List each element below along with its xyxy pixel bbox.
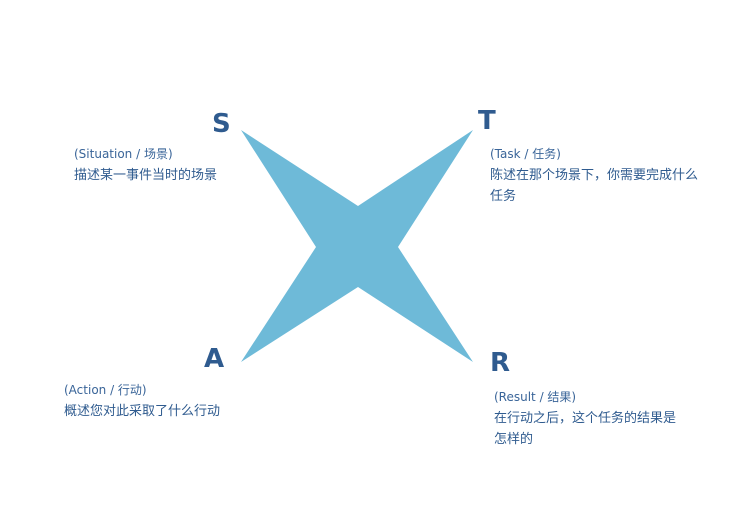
- star-polygon: [241, 130, 473, 362]
- task-text-block: (Task / 任务) 陈述在那个场景下，你需要完成什么 任务: [490, 144, 730, 207]
- task-description-line2: 任务: [490, 189, 517, 204]
- situation-subtitle: (Situation / 场景): [74, 147, 173, 161]
- task-description-line1: 陈述在那个场景下，你需要完成什么: [490, 168, 699, 183]
- action-text-block: (Action / 行动) 概述您对此采取了什么行动: [64, 380, 284, 422]
- letter-a: A: [204, 344, 225, 374]
- situation-text-block: (Situation / 场景) 描述某一事件当时的场景: [74, 144, 274, 186]
- result-description-line2: 怎样的: [494, 432, 534, 447]
- task-subtitle: (Task / 任务): [490, 147, 561, 161]
- letter-r: R: [490, 348, 511, 378]
- action-description: 概述您对此采取了什么行动: [64, 404, 221, 419]
- action-subtitle: (Action / 行动): [64, 383, 147, 397]
- result-subtitle: (Result / 结果): [494, 390, 577, 404]
- letter-t: T: [478, 106, 496, 136]
- letter-s: S: [212, 109, 231, 139]
- result-description-line1: 在行动之后，这个任务的结果是: [494, 411, 677, 426]
- situation-description: 描述某一事件当时的场景: [74, 168, 218, 183]
- result-text-block: (Result / 结果) 在行动之后，这个任务的结果是 怎样的: [494, 387, 709, 450]
